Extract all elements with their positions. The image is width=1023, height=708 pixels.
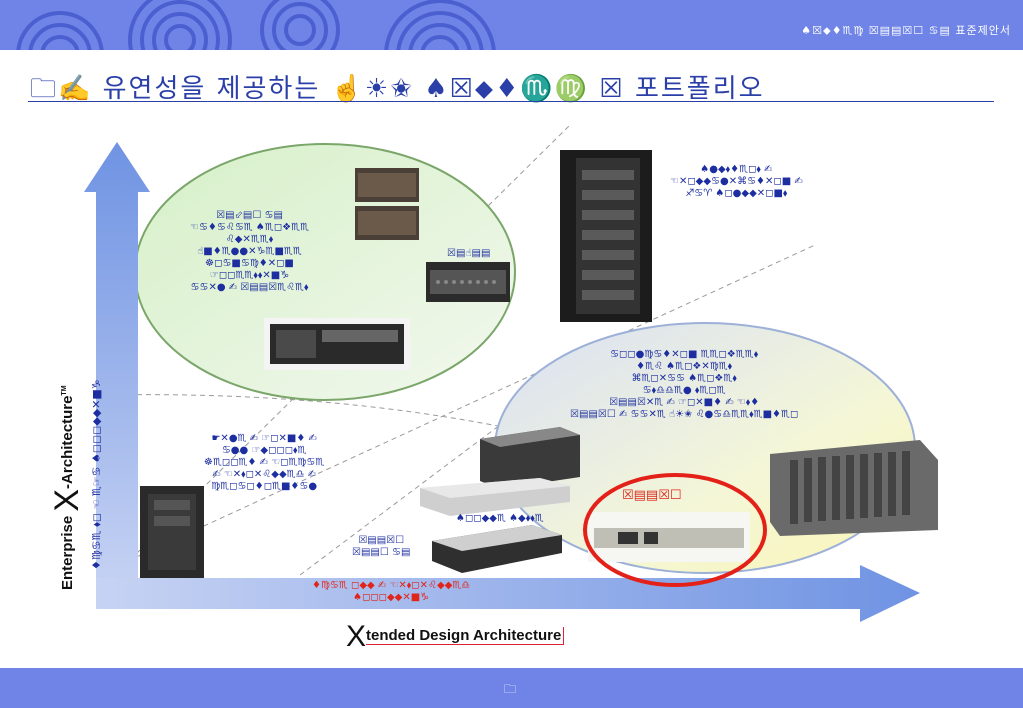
- y-axis-x: X: [48, 488, 86, 512]
- y-axis-tm: TM: [61, 385, 68, 396]
- folder-icon: 🗀: [504, 682, 517, 696]
- title-divider: [28, 101, 994, 102]
- y-side-label: ♦♍♋♏ ⬧◻ ☜ ♏☞♋ ♠◻◻◻◆◆✕■♑: [90, 379, 103, 570]
- header-text: ♠☒⬥♦♏♍ ☒▤▤☒☐ ♋▤ 표준제안서: [801, 24, 1011, 37]
- rack-server-3u: [480, 427, 580, 489]
- x-axis-x: X: [346, 620, 367, 653]
- y-side-label-wrap: ♦♍♋♏ ⬧◻ ☜ ♏☞♋ ♠◻◻◻◆◆✕■♑: [90, 210, 110, 570]
- header-band: ♠☒⬥♦♏♍ ☒▤▤☒☐ ♋▤ 표준제안서: [0, 0, 1023, 50]
- rack-server-stack: [355, 168, 419, 240]
- y-axis-title: Enterprise X-ArchitectureTM: [48, 210, 88, 590]
- y-axis-suffix: -Architecture: [59, 395, 76, 489]
- x-axis-title: Xtended Design Architecture: [346, 620, 565, 654]
- label-scale-out: ♋◻◻●♍♋♦✕◻■ ♏♏◻❖♏♏⬧ ♦♏♌ ♠♏◻❖✕♍♏⬧ ⌘♏◻✕♋♋ ♠…: [570, 349, 799, 420]
- rack-server-2u: [426, 262, 510, 302]
- label-small-business: ☛✕●♏ ✍ ☞◻✕■♦ ✍ ♋●● ☞◆◻◻◻⬧♏ ☸♏◻◻♏♦ ✍ ☜◻♏♍…: [204, 433, 325, 492]
- highlighted-server: [588, 512, 750, 562]
- label-entry-lower: ☒▤▤☒☐ ☒▤▤☐ ♋▤: [352, 535, 411, 558]
- blade-chassis: [770, 440, 938, 536]
- page-title: 🗀✍ 유연성을 제공하는 ☝☀✬ ♠☒⬥♦♏♍ ☒ 포트폴리오: [30, 74, 765, 104]
- rack-server-large: [264, 318, 410, 370]
- tower-rack-cabinet: [560, 150, 652, 322]
- label-top-right: ♠●◆⬧♦♏◻⬧ ✍ ☜✕◻◆◆♋●✕⌘♋♦✕◻■ ✍ ♐♋♈ ♠◻●◆◆✕◻■…: [670, 164, 803, 199]
- footer-band: [0, 668, 1023, 708]
- label-highlighted: ☒▤▤☒☐: [622, 488, 682, 503]
- x-axis-suffix: tended Design Architecture: [366, 627, 565, 645]
- highlight-ring: [583, 473, 767, 587]
- x-axis-arrow: [96, 565, 920, 622]
- label-entry-2u: ♠◻◻◆◆♏ ♠◆⬧⬧♏: [456, 513, 544, 524]
- label-green-rack: ☒▤☝▤▤: [447, 248, 491, 259]
- rack-server-entry: [432, 525, 562, 573]
- swirl-decoration: [16, 0, 1023, 50]
- label-green-left: ☒▤⬃▤☐ ♋▤ ☜♋♦♋♌♋♏ ♠♏◻❖♏♏ ♌◆✕♏♏⬧ ☝■♦♏●●✕♑♏…: [190, 210, 310, 293]
- rack-server-1u: [420, 478, 570, 516]
- y-axis-arrow: [84, 142, 150, 595]
- y-axis-prefix: Enterprise: [59, 511, 76, 590]
- x-axis-bottom-label: ♦♍♋♏ ◻◆◆ ✍ ☜✕⬧◻✕♌◆◆♏♎ ♠◻◻◻◆◆✕■♑: [312, 580, 471, 603]
- tower-server: [140, 486, 204, 578]
